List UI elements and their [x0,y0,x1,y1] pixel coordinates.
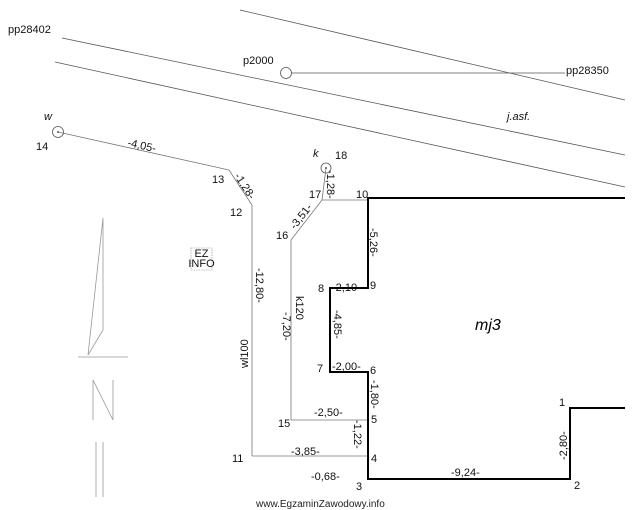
road-line-lower [54,61,626,188]
point-13: 13 [212,174,224,186]
point-16: 16 [276,230,288,242]
label-pp28402: pp28402 [8,24,51,36]
point-2: 2 [574,480,580,492]
point-5: 5 [371,414,377,426]
tree-k-dot [325,167,327,169]
dim-14-13: -4,05- [126,137,157,155]
dim-17-18: -1,28- [324,170,336,199]
label-k: k [313,148,319,160]
label-jasf: j.asf. [505,111,530,123]
dim-7-6: -2,00- [332,361,361,373]
tree-w-dot [57,131,59,133]
dim-11-4: -3,85- [291,446,320,458]
label-w: w [44,111,53,123]
tree-w-circle [52,126,64,138]
watermark: www.EgzaminZawodowy.info [255,499,385,510]
line-16-17 [290,199,323,241]
dim-3-2: -9,24- [451,467,480,479]
dim-16-15: -7,20- [280,312,292,341]
dim-16-17: -3,51- [288,202,315,232]
dim-5-4: -1,22- [351,420,363,449]
pole-p2000-circle [280,67,292,79]
road-line-upper [61,37,626,156]
north-arrow-icon [78,217,128,497]
point-7: 7 [317,363,323,375]
point-17: 17 [309,189,321,201]
point-14: 14 [36,141,48,153]
line-14-13 [57,131,230,171]
building-outline [329,197,625,480]
logo-top-text: EZ [194,248,208,260]
road-line-top [239,9,626,101]
point-3: 3 [356,481,362,493]
building-polyline [329,197,625,480]
dim-10-9: -5,26- [367,228,379,257]
line-13-12 [228,169,253,206]
dim-8-7: -4,85- [331,310,343,339]
road-lines [54,9,626,188]
dim-6-5: -1,80- [368,380,380,409]
label-wl100: wl100 [239,339,251,369]
point-18: 18 [335,150,347,162]
point-4: 4 [371,453,377,465]
dim-2-1: -2,80- [558,431,570,460]
dim-12-11: -12,80- [253,268,265,303]
point-8: 8 [318,283,324,295]
label-k120: k120 [293,296,305,320]
point-11: 11 [232,453,243,465]
label-pp28350: pp28350 [566,65,609,77]
point-1: 1 [559,397,565,409]
dim-13-12: -1,28- [231,171,257,202]
dim-8-9: -2,10- [332,282,361,294]
ezinfo-logo: EZ INFO [188,247,215,271]
survey-lines [57,131,368,457]
dim-15-5: -2,50- [314,407,343,419]
logo-bottom-text: INFO [188,258,215,270]
point-6: 6 [370,365,376,377]
point-9: 9 [370,280,376,292]
label-p2000: p2000 [243,55,274,67]
point-15: 15 [278,418,290,430]
tree-k-circle [320,162,332,174]
point-12: 12 [230,207,242,219]
dim-4-3: -0,68- [311,471,340,483]
point-10: 10 [356,189,368,201]
label-mj3: mj3 [475,317,501,334]
